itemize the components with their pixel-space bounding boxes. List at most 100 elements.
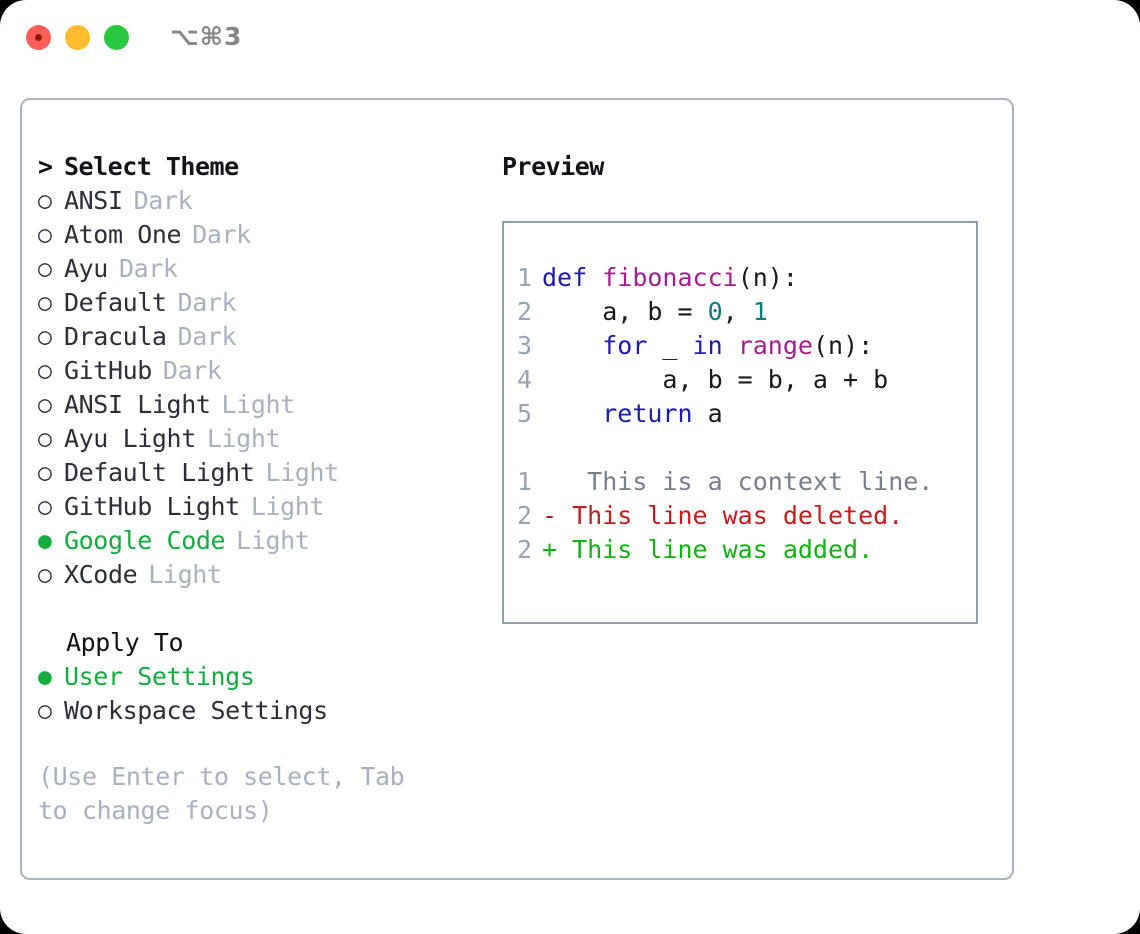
radio-selected-icon: ● xyxy=(38,664,52,690)
theme-variant-tag: Light xyxy=(236,526,310,555)
code-line-number: 5 xyxy=(516,399,532,428)
diff-line-number: 2 xyxy=(516,535,532,564)
theme-list-item[interactable]: ○ Ayu Dark xyxy=(38,252,478,286)
code-token: a, b = b, a + b xyxy=(542,365,889,394)
code-line: 5 return a xyxy=(504,397,976,431)
code-line-content: a, b = b, a + b xyxy=(542,363,888,397)
diff-sample: 1 This is a context line. 2- This line wa… xyxy=(504,465,976,567)
caret-icon: > xyxy=(38,152,53,181)
window-controls xyxy=(26,25,129,50)
theme-variant-tag: Dark xyxy=(118,254,178,283)
code-line: 3 for _ in range(n): xyxy=(504,329,976,363)
radio-unselected-icon: ○ xyxy=(38,460,52,486)
apply-to-list: ●User Settings ○ Workspace Settings xyxy=(38,660,478,728)
diff-marker: + xyxy=(542,535,558,564)
apply-to-label: Workspace Settings xyxy=(64,696,328,725)
minimize-button[interactable] xyxy=(65,25,90,50)
radio-unselected-icon: ○ xyxy=(38,494,52,520)
radio-unselected-icon: ○ xyxy=(38,324,52,350)
theme-variant-tag: Light xyxy=(206,424,281,453)
diff-line-number: 2 xyxy=(516,501,532,530)
code-token xyxy=(542,331,602,360)
theme-name: GitHub Light xyxy=(64,492,240,521)
theme-list-item[interactable]: ○ GitHub Dark xyxy=(38,354,478,388)
theme-variant-tag: Dark xyxy=(162,356,222,385)
code-line-content: return a xyxy=(542,397,723,431)
code-token: in xyxy=(692,331,723,360)
apply-to-option[interactable]: ○ Workspace Settings xyxy=(38,694,478,728)
code-line-number: 3 xyxy=(516,331,532,360)
radio-unselected-icon: ○ xyxy=(38,426,52,452)
title-bar: ⌥⌘3 xyxy=(0,0,1140,78)
theme-variant-tag: Light xyxy=(221,390,296,419)
code-token: , xyxy=(722,297,753,326)
diff-line-content: This line was deleted. xyxy=(557,501,904,530)
diff-line-content: This is a context line. xyxy=(557,467,934,496)
code-token: return xyxy=(602,399,693,428)
code-line: 4 a, b = b, a + b xyxy=(504,363,976,397)
theme-list-item[interactable]: ○ GitHub Light Light xyxy=(38,490,478,524)
theme-name: Atom One xyxy=(64,220,182,249)
close-button[interactable] xyxy=(26,25,51,50)
radio-unselected-icon: ○ xyxy=(38,290,52,316)
preview-heading: Preview xyxy=(502,152,604,181)
diff-line-number: 1 xyxy=(516,467,532,496)
code-token: a, b = xyxy=(542,297,708,326)
theme-name: Ayu xyxy=(64,254,108,283)
theme-name: GitHub xyxy=(64,356,152,385)
theme-variant-tag: Light xyxy=(250,492,325,521)
code-token: fibonacci xyxy=(602,263,738,292)
code-token: (n): xyxy=(812,331,874,360)
code-token xyxy=(723,331,738,360)
radio-unselected-icon: ○ xyxy=(38,562,52,588)
radio-unselected-icon: ○ xyxy=(38,358,52,384)
diff-marker xyxy=(542,465,557,499)
code-token xyxy=(542,399,602,428)
theme-name: Default xyxy=(64,288,167,317)
diff-line-content: This line was added. xyxy=(557,535,874,564)
theme-variant-tag: Dark xyxy=(133,186,193,215)
theme-variant-tag: Light xyxy=(265,458,339,487)
code-line: 2 a, b = 0, 1 xyxy=(504,295,976,329)
diff-line: 2 + This line was added. xyxy=(504,533,976,567)
theme-list-item[interactable]: ○ ANSI Light Light xyxy=(38,388,478,422)
code-token: for xyxy=(602,331,648,360)
list-spacer xyxy=(38,592,478,626)
keyboard-shortcut-label: ⌥⌘3 xyxy=(170,22,243,51)
code-token: def xyxy=(542,263,603,292)
code-line-content: def fibonacci(n): xyxy=(542,261,798,295)
theme-variant-tag: Light xyxy=(148,560,222,589)
select-theme-label: Select Theme xyxy=(64,152,239,181)
theme-name: ANSI Light xyxy=(64,390,211,419)
theme-list-item[interactable]: ○ Default Dark xyxy=(38,286,478,320)
keyboard-hint-text: (Use Enter to select, Tab to change focu… xyxy=(38,762,405,825)
radio-unselected-icon: ○ xyxy=(38,222,52,248)
code-token: a xyxy=(692,399,723,428)
code-token: _ xyxy=(647,331,693,360)
code-line-content: a, b = 0, 1 xyxy=(542,295,768,329)
radio-unselected-icon: ○ xyxy=(38,256,52,282)
select-theme-heading: > Select Theme xyxy=(38,150,478,184)
radio-unselected-icon: ○ xyxy=(38,392,52,418)
diff-marker: - xyxy=(542,501,558,530)
apply-to-option[interactable]: ●User Settings xyxy=(38,660,478,694)
theme-variant-tag: Dark xyxy=(177,288,237,317)
diff-line: 2- This line was deleted. xyxy=(504,499,976,533)
zoom-button[interactable] xyxy=(104,25,129,50)
apply-to-heading: Apply To xyxy=(66,628,184,657)
theme-name: Google Code xyxy=(64,526,226,555)
code-token: 1 xyxy=(752,297,768,326)
radio-unselected-icon: ○ xyxy=(38,698,52,724)
